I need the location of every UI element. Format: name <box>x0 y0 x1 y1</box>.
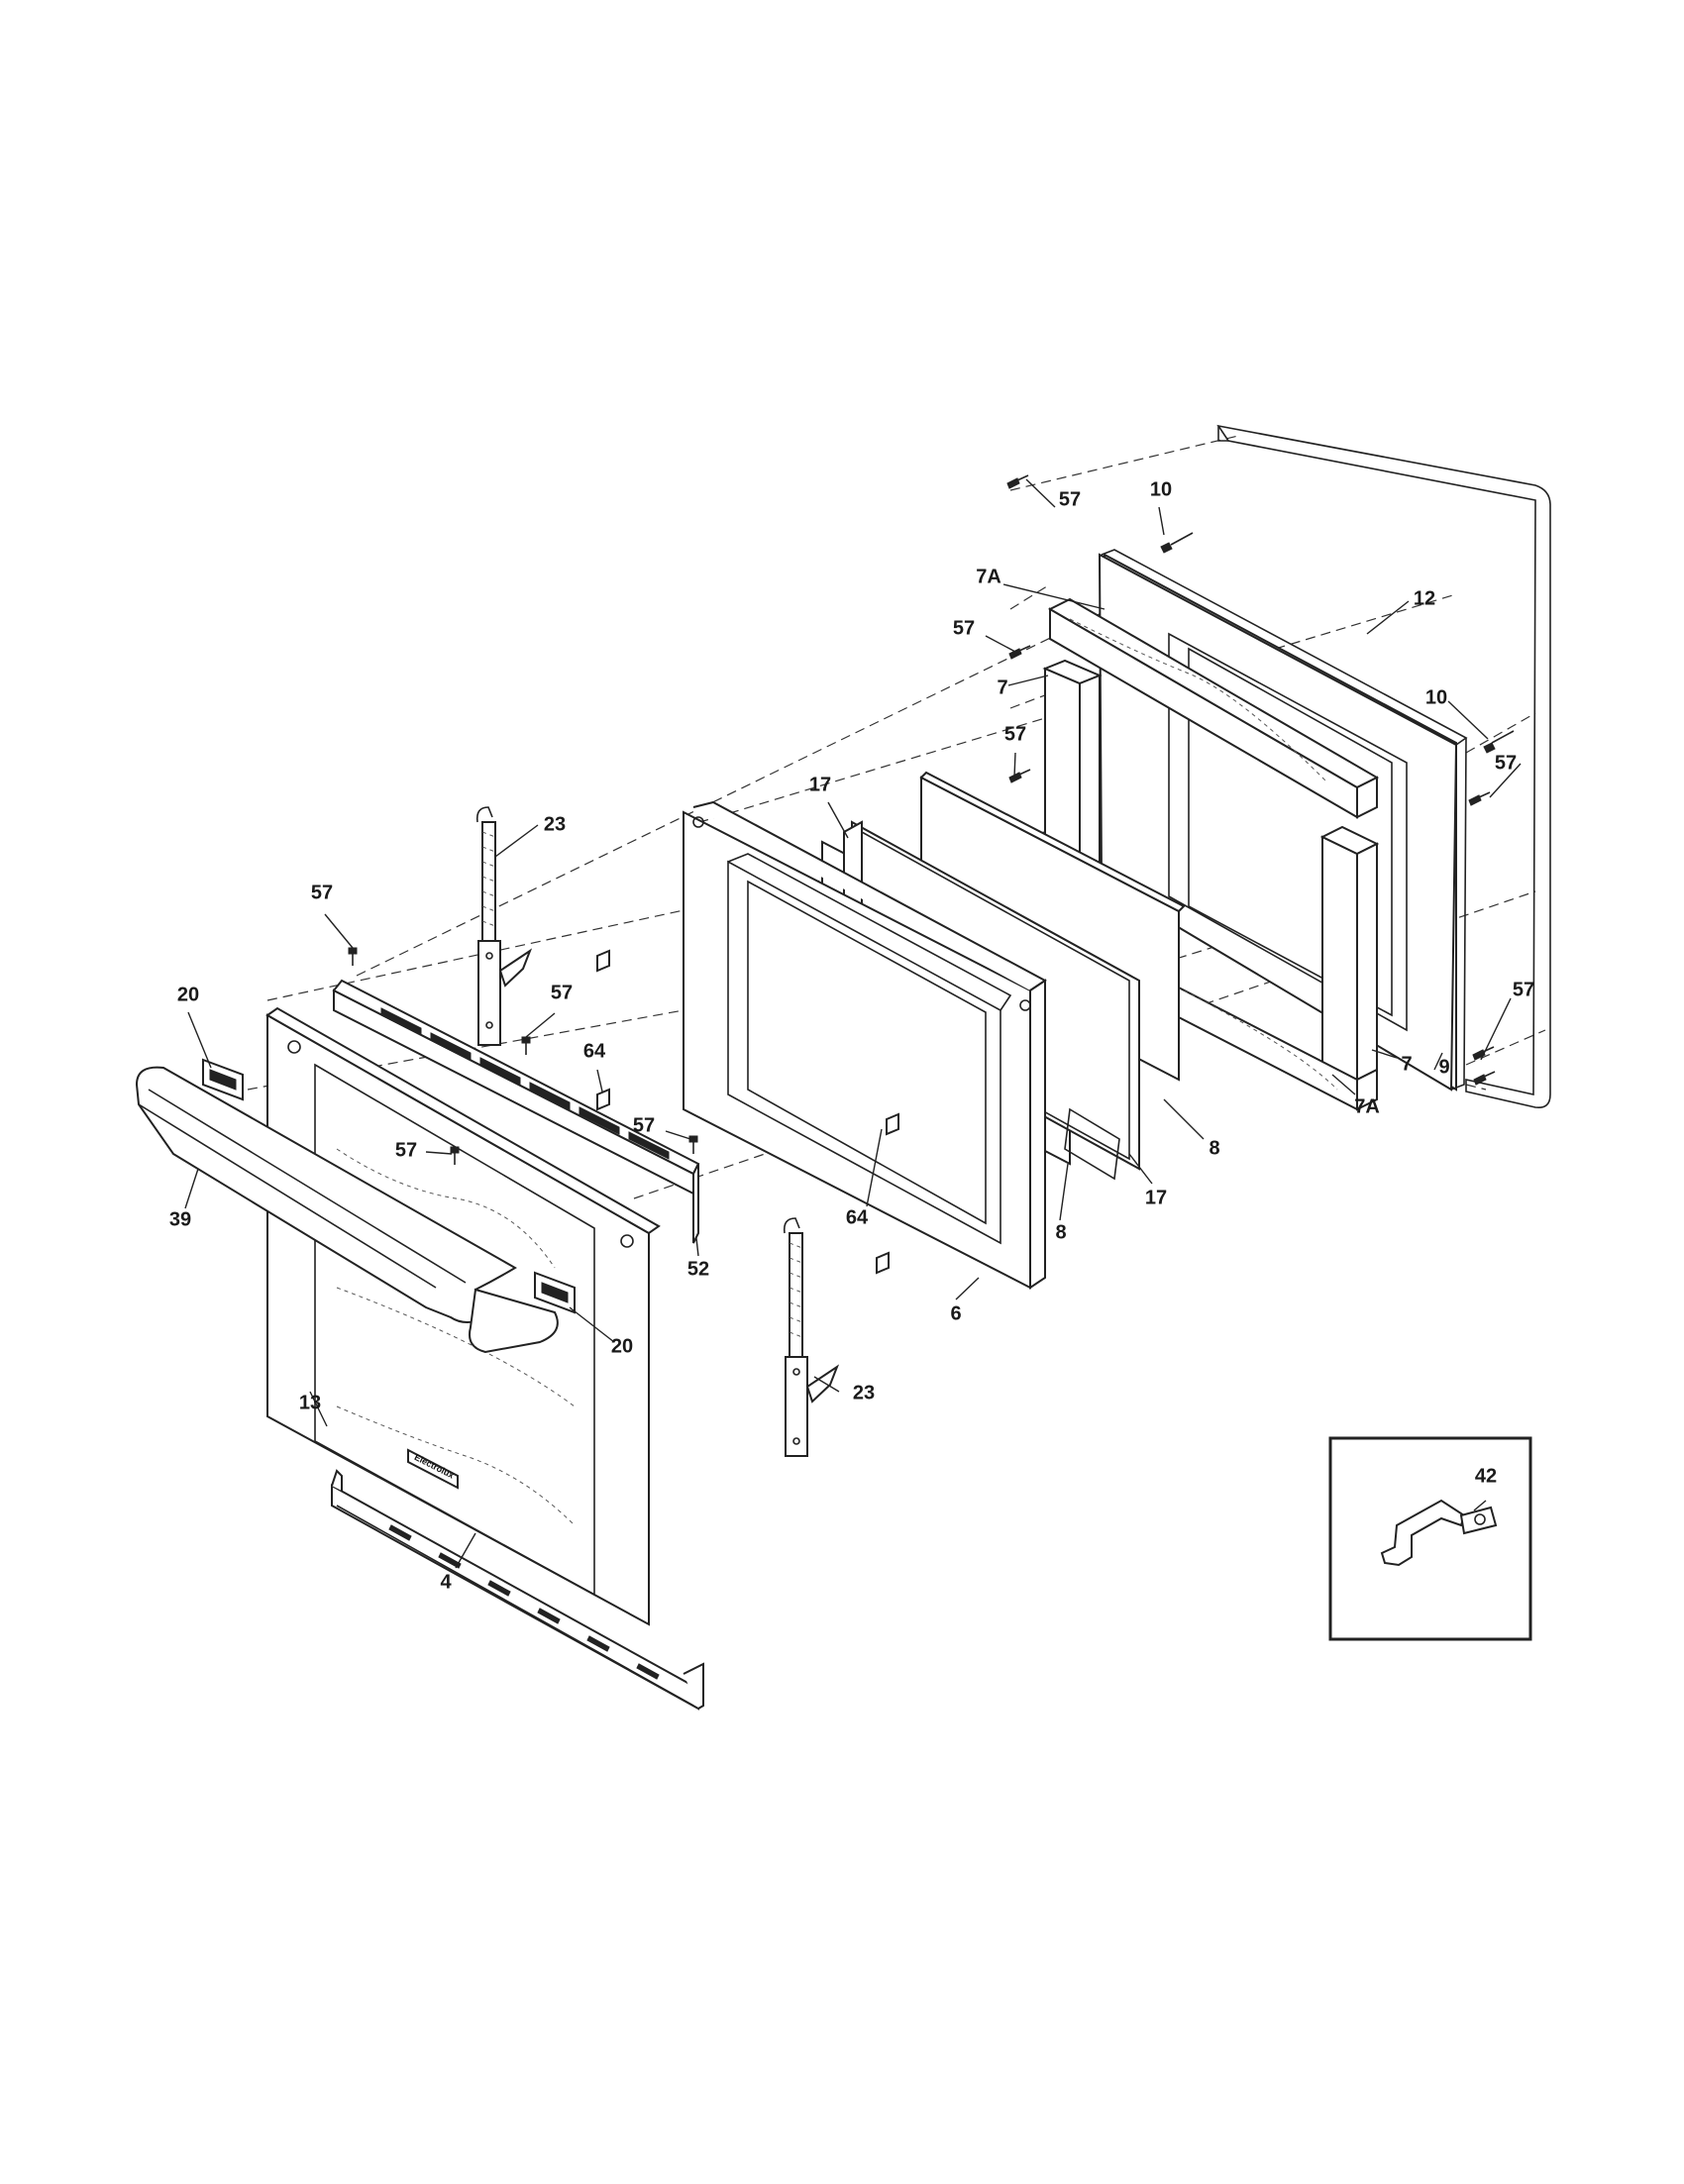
callout-labels: 57 10 7A 12 57 7 10 57 57 17 23 57 57 20… <box>169 478 1534 1593</box>
part-64-door-stop-upper <box>596 949 610 973</box>
screw-icon <box>1008 645 1031 660</box>
callout-57: 57 <box>1004 723 1026 745</box>
callout-10: 10 <box>1425 686 1447 708</box>
bolt-icon <box>1160 532 1194 554</box>
screw-icon <box>1008 769 1031 783</box>
part-20-end-cap-right <box>534 1271 576 1314</box>
screw-icon <box>521 1036 531 1055</box>
screw-icon <box>1473 1071 1496 1086</box>
callout-20: 20 <box>177 984 199 1005</box>
part-39-door-handle <box>135 1066 559 1354</box>
bolts <box>1160 532 1515 754</box>
callout-64: 64 <box>583 1040 606 1062</box>
screw-icon <box>450 1146 460 1165</box>
part-23-hinge-lower <box>783 1217 840 1457</box>
callout-57: 57 <box>633 1114 655 1136</box>
callout-4: 4 <box>440 1571 452 1593</box>
part-6-door-frame <box>683 800 1047 1290</box>
callout-57: 57 <box>1495 752 1517 774</box>
screw-icon <box>1468 791 1491 806</box>
callout-52: 52 <box>687 1258 709 1280</box>
callout-57: 57 <box>395 1139 417 1161</box>
callout-57: 57 <box>311 882 333 903</box>
callout-13: 13 <box>299 1392 321 1413</box>
callout-17: 17 <box>1145 1187 1167 1208</box>
part-12-door-gasket <box>1216 424 1551 1109</box>
leader-lines <box>184 478 1522 1569</box>
part-4-bottom-vent-trim <box>331 1469 704 1711</box>
callout-12: 12 <box>1414 587 1435 609</box>
bolt-icon <box>1483 730 1515 754</box>
callout-7A: 7A <box>976 566 1001 587</box>
part-20-end-cap-left <box>202 1058 244 1101</box>
callout-39: 39 <box>169 1208 191 1230</box>
callout-57: 57 <box>1513 979 1534 1000</box>
callout-7A: 7A <box>1354 1095 1380 1117</box>
callout-23: 23 <box>853 1382 875 1404</box>
callout-7: 7 <box>997 676 1007 698</box>
screw-icon <box>348 947 358 966</box>
part-64-door-stop-lower-a <box>886 1112 899 1136</box>
callout-57: 57 <box>1059 488 1081 510</box>
callout-9: 9 <box>1438 1056 1449 1078</box>
callout-17: 17 <box>809 774 831 795</box>
part-64-door-stop-lower-b <box>876 1251 890 1275</box>
callout-57: 57 <box>953 617 975 639</box>
part-23-hinge-upper <box>475 806 533 1046</box>
callout-6: 6 <box>950 1302 961 1324</box>
callout-10: 10 <box>1150 478 1172 500</box>
inset-part-42 <box>1328 1436 1532 1641</box>
part-7-right-insulation <box>1319 825 1380 1082</box>
screw-icon <box>688 1135 698 1154</box>
callout-8: 8 <box>1209 1137 1219 1159</box>
callout-20: 20 <box>611 1335 633 1357</box>
callout-42: 42 <box>1475 1465 1497 1487</box>
callout-23: 23 <box>544 813 566 835</box>
callout-57: 57 <box>551 982 573 1003</box>
screws <box>348 474 1496 1165</box>
screw-icon <box>1006 474 1029 489</box>
callout-8: 8 <box>1055 1221 1066 1243</box>
part-64-door-stop-middle <box>596 1088 610 1111</box>
callout-64: 64 <box>846 1206 869 1228</box>
part-52-door-vent-trim <box>332 979 700 1244</box>
callout-7: 7 <box>1401 1053 1412 1075</box>
part-7A-top-insulation <box>1047 597 1380 819</box>
